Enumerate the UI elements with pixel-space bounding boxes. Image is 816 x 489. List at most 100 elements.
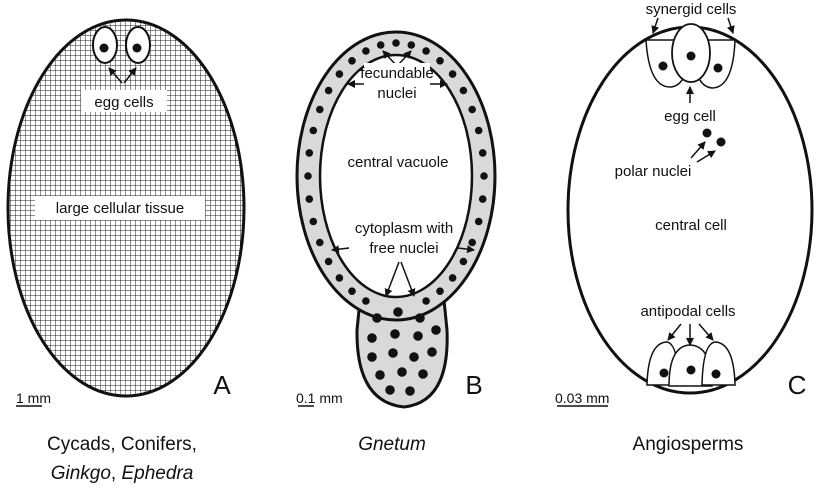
ring-nucleus [348,287,356,296]
stalk-nucleus [367,333,377,343]
antipodal-arrow-left [667,323,682,341]
egg-cells-label: egg cells [94,94,153,111]
stalk-nucleus [390,329,400,339]
fecundable-line2: nuclei [377,85,416,102]
ring-nucleus [362,297,370,305]
stalk-nucleus [415,313,425,323]
ring-nucleus [324,257,333,266]
stalk-nuclei [367,307,441,396]
ring-nucleus [459,257,468,266]
ring-nucleus [459,86,468,95]
synergid-nucleus-right [713,63,723,73]
scale-a: 1 mm [16,390,51,406]
scale-c: 0.03 mm [555,390,609,406]
panel-c: synergid cells egg cell polar nuclei cen… [555,1,814,455]
ring-nucleus [316,238,324,247]
ring-nucleus [448,70,457,78]
ring-nucleus [309,126,318,135]
ring-nucleus [316,105,324,114]
antipodal-nucleus-mid [686,365,696,375]
ring-nucleus [305,195,314,203]
ring-nucleus [407,41,416,49]
cytoplasm-arrow-right [457,245,475,254]
central-vacuole-label: central vacuole [348,154,449,171]
cytoplasm-line1: cytoplasm with [355,220,453,237]
ring-nucleus [468,105,477,114]
synergid-label: synergid cells [646,1,737,18]
ring-nucleus [474,217,483,226]
egg-arrow-right [123,67,137,84]
ring-nucleus [478,195,487,203]
ring-nucleus [422,47,430,55]
ring-nucleus [362,47,370,55]
ring-nucleus [305,149,314,157]
caption-a-line1: Cycads, Conifers, [47,434,197,455]
central-cell-label: central cell [655,217,727,234]
scale-b: 0.1 mm [296,390,343,406]
panel-b: fecundable nuclei central vacuole cytopl… [295,30,497,455]
caption-a-line2: Ginkgo, Ephedra [51,463,194,484]
panel-a-letter: A [213,370,231,400]
stalk-nucleus [375,370,385,380]
egg-nucleus-c [686,51,696,61]
ring-nucleus [480,172,488,180]
ring-nucleus [335,70,344,78]
caption-sep: , [111,463,122,484]
antipodal-nucleus-left [659,368,669,378]
stalk-nucleus [372,313,382,323]
polar-arrow-2 [696,150,716,163]
stalk-nucleus [409,352,419,362]
ring-nucleus [324,86,333,95]
fecundable-label-box [364,63,430,103]
antipodal-right [701,341,736,386]
ring-nucleus [376,41,385,49]
cytoplasm-arrow-down-left [384,261,400,297]
caption-ephedra: Ephedra [121,463,193,484]
egg-nucleus-left [99,43,109,53]
cytoplasm-arrow-down-right [400,261,416,297]
ring-nucleus [436,287,444,296]
ring-nucleus [448,274,457,282]
fecundable-arrow-right [397,50,412,66]
egg-nucleus-right [132,43,142,53]
caption-c: Angiosperms [633,434,744,455]
ring-nucleus [478,149,487,157]
ring-nucleus [309,217,318,226]
antipodal-label: antipodal cells [640,303,735,320]
panel-a: egg cells large cellular tissue A 1 mm C… [6,18,246,484]
fecundable-arrow-left [382,50,397,66]
caption-ginkgo: Ginkgo [51,463,111,484]
ring-nucleus [436,57,444,65]
synergid-arrow-left [651,17,660,34]
cytoplasm-arrow-left [331,245,350,254]
tissue-label-box [35,196,205,220]
cytoplasm-line2: free nuclei [369,240,438,257]
stalk-nucleus [418,369,428,379]
polar-arrow-1 [690,141,706,159]
fecundable-line1: fecundable [360,65,433,82]
stalk-nucleus [431,325,441,335]
ring-nucleus [474,126,483,135]
stalk-nucleus [367,352,377,362]
gnetum-stalk [355,299,449,409]
egg-cell-label: egg cell [664,108,716,125]
synergid-arrow-right [726,17,735,34]
stalk-nucleus [393,307,403,317]
stalk-nucleus [413,331,423,341]
polar-nucleus-2 [716,137,726,147]
ring-nucleus [335,274,344,282]
panel-b-letter: B [465,370,482,400]
stalk-nucleus [427,347,437,357]
stalk-nucleus [388,348,398,358]
egg-label-box [81,90,167,112]
polar-nuclei-label: polar nuclei [615,163,692,180]
panel-c-letter: C [788,370,807,400]
stalk-nucleus [385,385,395,395]
central-vacuole [318,53,474,299]
polar-nucleus-1 [702,128,712,138]
ring-nucleus [304,172,312,180]
caption-b: Gnetum [358,434,426,455]
ring-nucleus [468,238,477,247]
antipodal-arrow-right [698,323,714,341]
